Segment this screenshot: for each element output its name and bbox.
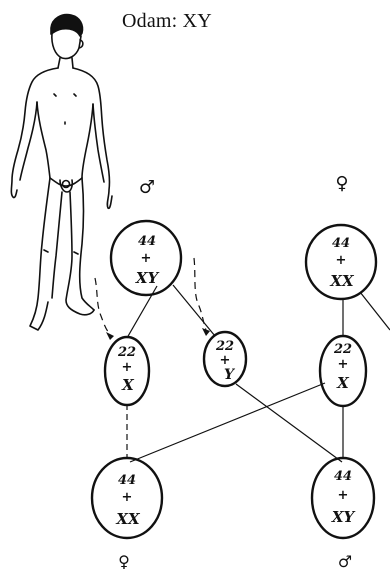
male-parent-cell: [109, 219, 183, 297]
line-gamete-y-to-son: [235, 383, 343, 463]
inheritance-lines: [126, 284, 390, 463]
autosome-count: 44: [118, 473, 136, 488]
female-symbol-icon: ♀: [335, 173, 348, 194]
sex-chromosomes: XX: [329, 272, 355, 290]
autosome-count: 22: [333, 342, 352, 357]
plus-sign: +: [336, 253, 347, 268]
female-parent-cell: [304, 223, 378, 301]
diagram-title: Odam: XY: [122, 10, 212, 32]
sex-chromosome: X: [121, 376, 135, 394]
sex-chromosomes: XX: [115, 510, 141, 528]
plus-sign: +: [338, 488, 349, 503]
gamete-cell-x-male: [103, 335, 151, 407]
offspring-female-label: 44 + XX: [115, 473, 141, 528]
human-figure-illustration: [10, 13, 113, 331]
plus-sign: +: [122, 490, 133, 505]
autosome-count: 22: [117, 345, 136, 360]
male-parent-label: 44 + XY: [135, 234, 160, 287]
sex-chromosome: Y: [224, 367, 236, 383]
offspring-male-label: 44 + XY: [331, 469, 356, 526]
plus-sign: +: [122, 360, 133, 375]
gamete-cell-y: [202, 330, 248, 388]
sperm-head-icon: [202, 328, 210, 336]
offspring-cell-female: [90, 456, 164, 540]
autosome-count: 22: [215, 339, 234, 354]
sperm-heads: [106, 328, 210, 340]
autosome-count: 44: [334, 469, 352, 484]
line-female-gamete-to-daughter: [129, 382, 326, 463]
offspring-male-symbol-icon: ♂: [338, 552, 352, 571]
line-male-to-gamete-y: [172, 284, 216, 337]
gamete-cell-x-female: [318, 334, 368, 408]
sex-chromosome: X: [336, 374, 350, 392]
offspring-cell-male: [310, 456, 376, 540]
gamete-y-label: 22 + Y: [215, 339, 236, 383]
sex-chromosomes: XY: [135, 269, 160, 287]
line-female-edge: [359, 291, 390, 331]
male-symbol-icon: ♂: [139, 177, 155, 198]
sex-chromosomes: XY: [331, 508, 356, 526]
offspring-female-symbol-icon: ♀: [118, 552, 130, 571]
gamete-x-male-label: 22 + X: [117, 345, 136, 394]
sperm-tails: [94, 257, 207, 335]
plus-sign: +: [220, 353, 231, 368]
female-parent-label: 44 + XX: [329, 236, 355, 290]
autosome-count: 44: [332, 236, 350, 251]
autosome-count: 44: [138, 234, 156, 249]
cells: [90, 219, 378, 540]
sperm-head-icon: [106, 332, 114, 340]
plus-sign: +: [338, 357, 349, 372]
gamete-x-female-label: 22 + X: [333, 342, 352, 392]
plus-sign: +: [141, 251, 152, 266]
